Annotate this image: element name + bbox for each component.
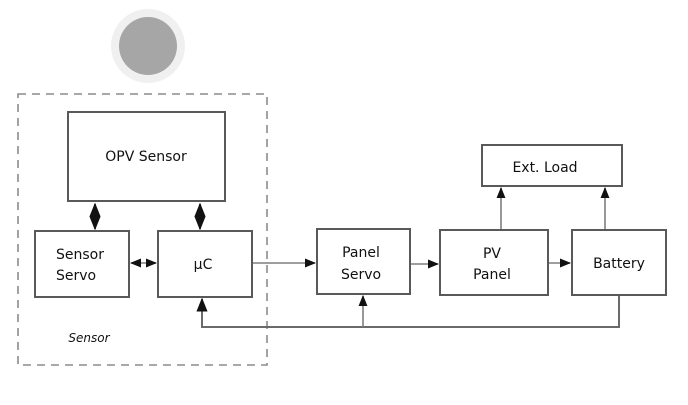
connections	[89, 186, 620, 328]
panel-servo-label-line1: Panel	[342, 245, 380, 261]
sensor-servo-label-line1: Sensor	[56, 247, 104, 263]
ext-load-label: Ext. Load	[512, 160, 577, 176]
opv-sensor-label: OPV Sensor	[105, 149, 187, 165]
block-microcontroller: µC	[157, 230, 253, 298]
sensor-group-border	[17, 93, 268, 366]
sensor-group: Sensor	[17, 93, 268, 366]
battery-feedback-to-uc-arrow	[196, 296, 620, 328]
block-ext-load: Ext. Load	[481, 144, 623, 187]
microcontroller-label: µC	[194, 257, 213, 273]
status-indicator	[111, 9, 185, 83]
block-sensor-servo: Sensor Servo	[34, 230, 130, 298]
block-pv-panel: PV Panel	[439, 229, 549, 296]
indicator-dot	[119, 17, 177, 75]
panel-servo-label-line2: Servo	[341, 267, 381, 283]
block-battery: Battery	[571, 229, 667, 296]
pv-panel-label-line1: PV	[483, 246, 501, 262]
sensor-servo-label-line2: Servo	[56, 268, 96, 284]
pv-panel-label-line2: Panel	[473, 267, 511, 283]
sensor-group-label: Sensor	[68, 331, 110, 345]
block-opv-sensor: OPV Sensor	[67, 111, 226, 202]
battery-label: Battery	[593, 256, 645, 272]
block-panel-servo: Panel Servo	[316, 228, 411, 295]
